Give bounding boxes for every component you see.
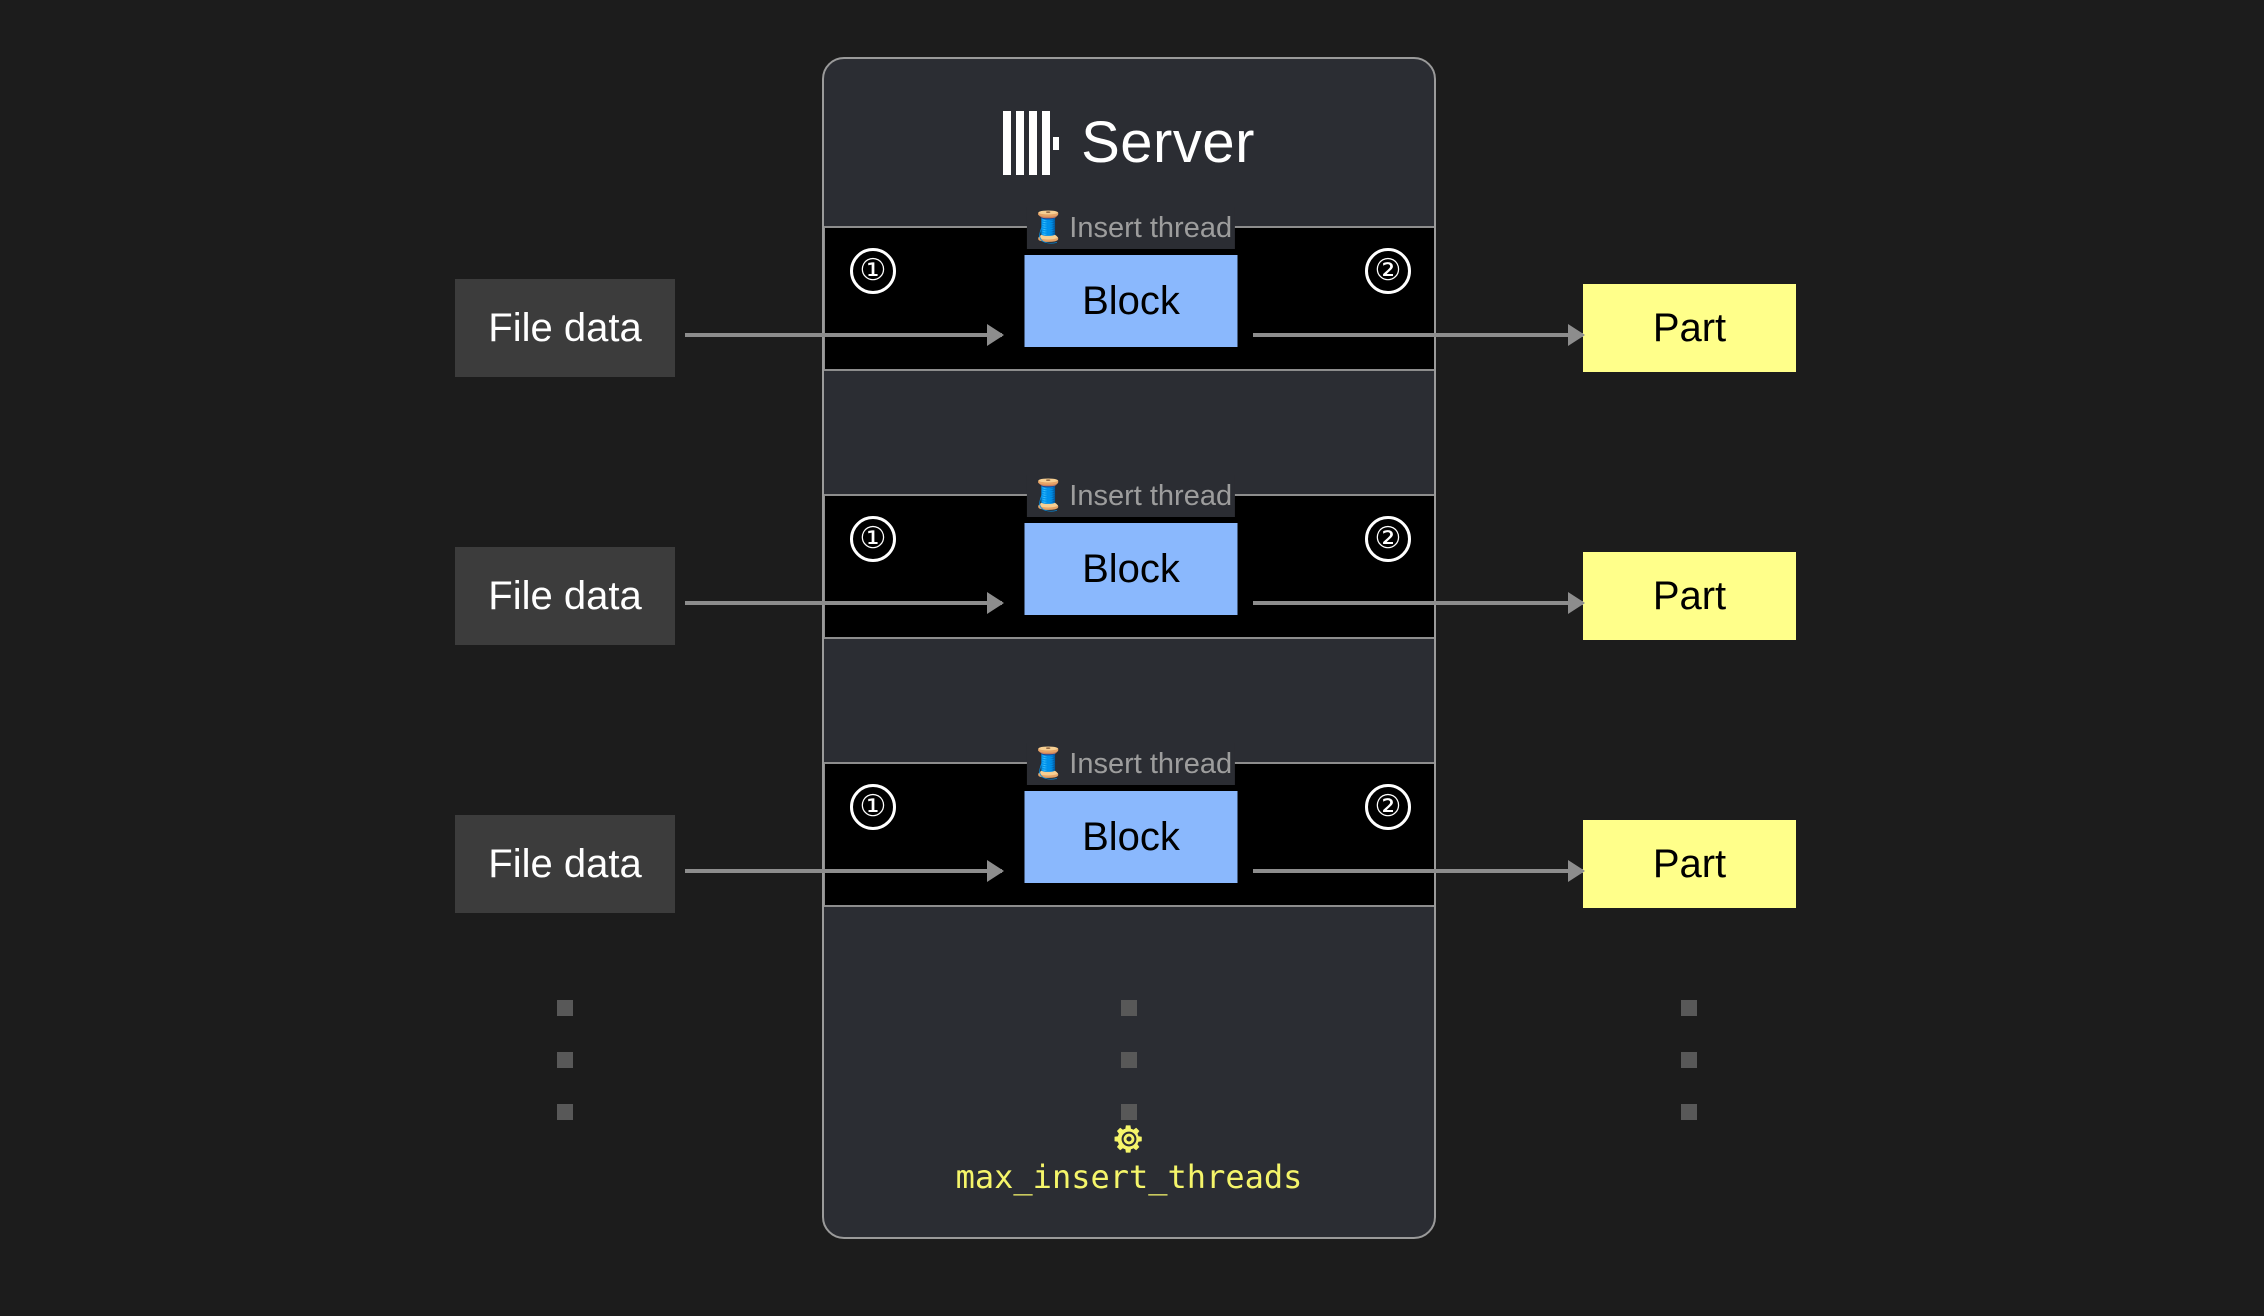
step-number-1-out: ② [1365,248,1411,294]
block-box-3: Block [1024,791,1238,883]
arrow-block-to-part-2 [1253,601,1583,605]
part-box-2: Part [1583,552,1796,640]
ellipsis-dot [1681,1000,1697,1016]
step-number-1-in: ① [850,248,896,294]
file-data-label: File data [488,842,642,886]
ellipsis-dot [1681,1052,1697,1068]
step-number-3-in: ① [850,784,896,830]
ellipsis-dot [557,1052,573,1068]
part-box-1: Part [1583,284,1796,372]
clickhouse-logo-icon [1003,111,1060,175]
insert-thread-label: Insert thread [1069,211,1233,244]
arrow-block-to-part-1 [1253,333,1583,337]
block-box-1: Block [1024,255,1238,347]
insert-thread-legend: 🧵 Insert thread [1026,475,1236,517]
insert-thread-legend: 🧵 Insert thread [1026,207,1236,249]
insert-thread-label: Insert thread [1069,747,1233,780]
arrow-file-to-block-1 [685,333,1002,337]
block-label: Block [1082,547,1180,591]
step-number-2-out: ② [1365,516,1411,562]
ellipsis-dot [1121,1104,1137,1120]
insert-thread-group-1: 🧵 Insert thread ① ② Block [824,207,1434,371]
ellipsis-dot [1681,1104,1697,1120]
ellipsis-right [1681,1000,1697,1120]
file-data-label: File data [488,306,642,350]
thread-spool-icon: 🧵 [1029,747,1068,780]
block-label: Block [1082,815,1180,859]
gear-icon [1111,1121,1147,1157]
ellipsis-dot [557,1104,573,1120]
file-data-box-1: File data [455,279,675,377]
arrow-file-to-block-2 [685,601,1002,605]
ellipsis-dot [1121,1052,1137,1068]
arrow-file-to-block-3 [685,869,1002,873]
max-insert-threads-label: max_insert_threads [955,1158,1303,1196]
part-label: Part [1652,842,1727,886]
ellipsis-dot [1121,1000,1137,1016]
insert-thread-group-3: 🧵 Insert thread ① ② Block [824,743,1434,907]
ellipsis-dot [557,1000,573,1016]
thread-spool-icon: 🧵 [1029,211,1068,244]
insert-thread-legend: 🧵 Insert thread [1026,743,1236,785]
server-panel: Server 🧵 Insert thread ① ② Block 🧵 Inser… [822,57,1436,1239]
arrow-block-to-part-3 [1253,869,1583,873]
step-number-2-in: ① [850,516,896,562]
server-header: Server [824,59,1434,227]
file-data-label: File data [488,574,642,618]
file-data-box-2: File data [455,547,675,645]
block-label: Block [1082,279,1180,323]
step-number-3-out: ② [1365,784,1411,830]
thread-spool-icon: 🧵 [1029,479,1068,512]
part-box-3: Part [1583,820,1796,908]
part-label: Part [1652,574,1727,618]
ellipsis-left [557,1000,573,1120]
setting-footer: max_insert_threads [824,1121,1434,1193]
ellipsis-center [1121,1000,1137,1120]
server-title: Server [1081,110,1255,175]
file-data-box-3: File data [455,815,675,913]
part-label: Part [1652,306,1727,350]
block-box-2: Block [1024,523,1238,615]
insert-thread-group-2: 🧵 Insert thread ① ② Block [824,475,1434,639]
insert-thread-label: Insert thread [1069,479,1233,512]
